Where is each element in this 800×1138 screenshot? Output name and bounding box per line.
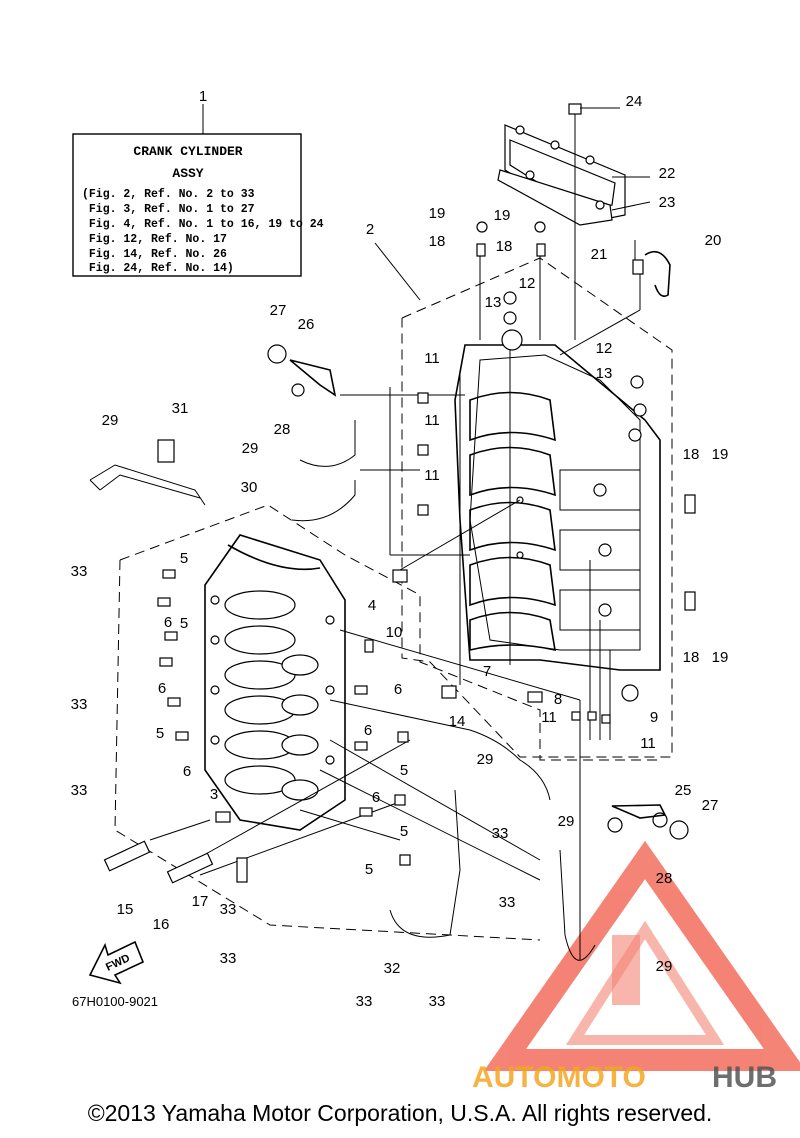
callout: 33	[71, 563, 88, 580]
crankcase-block	[399, 329, 661, 671]
callout: 28	[274, 421, 291, 438]
callout: 28	[656, 870, 673, 887]
callout: 5	[180, 550, 188, 567]
callout: 11	[424, 350, 440, 367]
callout: 29	[102, 412, 119, 429]
callout: 33	[220, 901, 237, 918]
info-box-line: Fig. 12, Ref. No. 17	[82, 233, 227, 246]
callout: 33	[71, 696, 88, 713]
callout: 11	[424, 412, 440, 429]
callout: 5	[400, 823, 408, 840]
callout: 19	[712, 446, 729, 463]
callout: 8	[554, 691, 562, 708]
drawing-code: 67H0100-9021	[72, 994, 158, 1009]
callouts: 1 2 3 4 5 5 5 5 5 5 6 6 6 6 6 6 7 8 9 10…	[71, 88, 729, 1010]
callout: 3	[210, 786, 218, 803]
callout: 33	[71, 782, 88, 799]
callout: 27	[270, 302, 287, 319]
callout: 1	[199, 88, 207, 105]
callout: 9	[650, 709, 658, 726]
info-box-line: Fig. 4, Ref. No. 1 to 16, 19 to 24	[82, 218, 324, 231]
assembly-outlines	[114, 242, 673, 941]
callout: 5	[400, 762, 408, 779]
callout: 2	[366, 221, 374, 238]
callout: 22	[659, 165, 676, 182]
hoses	[89, 420, 596, 961]
copyright-notice: ©2013 Yamaha Motor Corporation, U.S.A. A…	[87, 1100, 713, 1126]
callout: 7	[483, 663, 491, 680]
callout: 23	[659, 194, 676, 211]
callout: 21	[591, 246, 608, 263]
info-box: CRANK CYLINDER ASSY (Fig. 2, Ref. No. 2 …	[72, 104, 324, 277]
callout: 11	[541, 709, 557, 726]
fwd-arrow: FWD	[88, 940, 145, 985]
callout: 20	[705, 232, 722, 249]
callout: 17	[192, 893, 209, 910]
callout: 33	[429, 993, 446, 1010]
callout: 5	[156, 725, 164, 742]
callout: 6	[183, 763, 191, 780]
callout: 4	[368, 597, 376, 614]
callout: 6	[394, 681, 402, 698]
callout: 5	[180, 615, 188, 632]
callout: 6	[158, 680, 166, 697]
callout: 26	[298, 316, 315, 333]
cylinder-block	[204, 534, 346, 831]
callout: 32	[384, 960, 401, 977]
callout: 33	[499, 894, 516, 911]
callout: 11	[640, 735, 656, 752]
watermark-part2: HUB	[712, 1061, 777, 1094]
watermark-text: AUTOMOTO HUB	[472, 1061, 777, 1094]
watermark-part1: AUTOMOTO	[472, 1061, 646, 1094]
callout: 29	[242, 440, 259, 457]
info-box-line: Fig. 14, Ref. No. 26	[82, 248, 227, 261]
callout: 30	[241, 479, 258, 496]
info-box-line: (Fig. 2, Ref. No. 2 to 33	[82, 188, 255, 201]
callout: 13	[596, 365, 613, 382]
callout: 18	[429, 233, 446, 250]
info-box-title: CRANK CYLINDER	[133, 144, 242, 159]
leader-lines	[149, 240, 641, 960]
info-box-subtitle: ASSY	[172, 166, 203, 181]
callout: 33	[492, 825, 509, 842]
callout: 10	[386, 624, 403, 641]
callout: 29	[477, 751, 494, 768]
callout: 6	[364, 722, 372, 739]
info-box-line: Fig. 24, Ref. No. 14)	[82, 262, 234, 275]
callout: 16	[153, 916, 170, 933]
callout: 31	[172, 400, 189, 417]
callout: 15	[117, 901, 134, 918]
callout: 6	[372, 789, 380, 806]
callout: 24	[626, 93, 643, 110]
callout: 29	[558, 813, 575, 830]
callout: 6	[164, 614, 172, 631]
callout: 11	[424, 467, 440, 484]
watermark-logo	[483, 840, 800, 1071]
callout: 27	[702, 797, 719, 814]
callout: 19	[494, 207, 511, 224]
callout: 5	[365, 861, 373, 878]
info-box-line: Fig. 3, Ref. No. 1 to 27	[82, 203, 255, 216]
callout: 33	[220, 950, 237, 967]
callout: 12	[519, 275, 536, 292]
callout: 19	[712, 649, 729, 666]
callout: 19	[429, 205, 446, 222]
callout: 18	[683, 446, 700, 463]
callout: 13	[485, 294, 502, 311]
callout: 12	[596, 340, 613, 357]
callout: 33	[356, 993, 373, 1010]
callout: 14	[449, 713, 466, 730]
callout: 29	[656, 958, 673, 975]
callout: 25	[675, 782, 692, 799]
callout: 18	[683, 649, 700, 666]
callout: 18	[496, 238, 513, 255]
small-fittings	[103, 221, 696, 884]
head-cover	[497, 103, 651, 340]
